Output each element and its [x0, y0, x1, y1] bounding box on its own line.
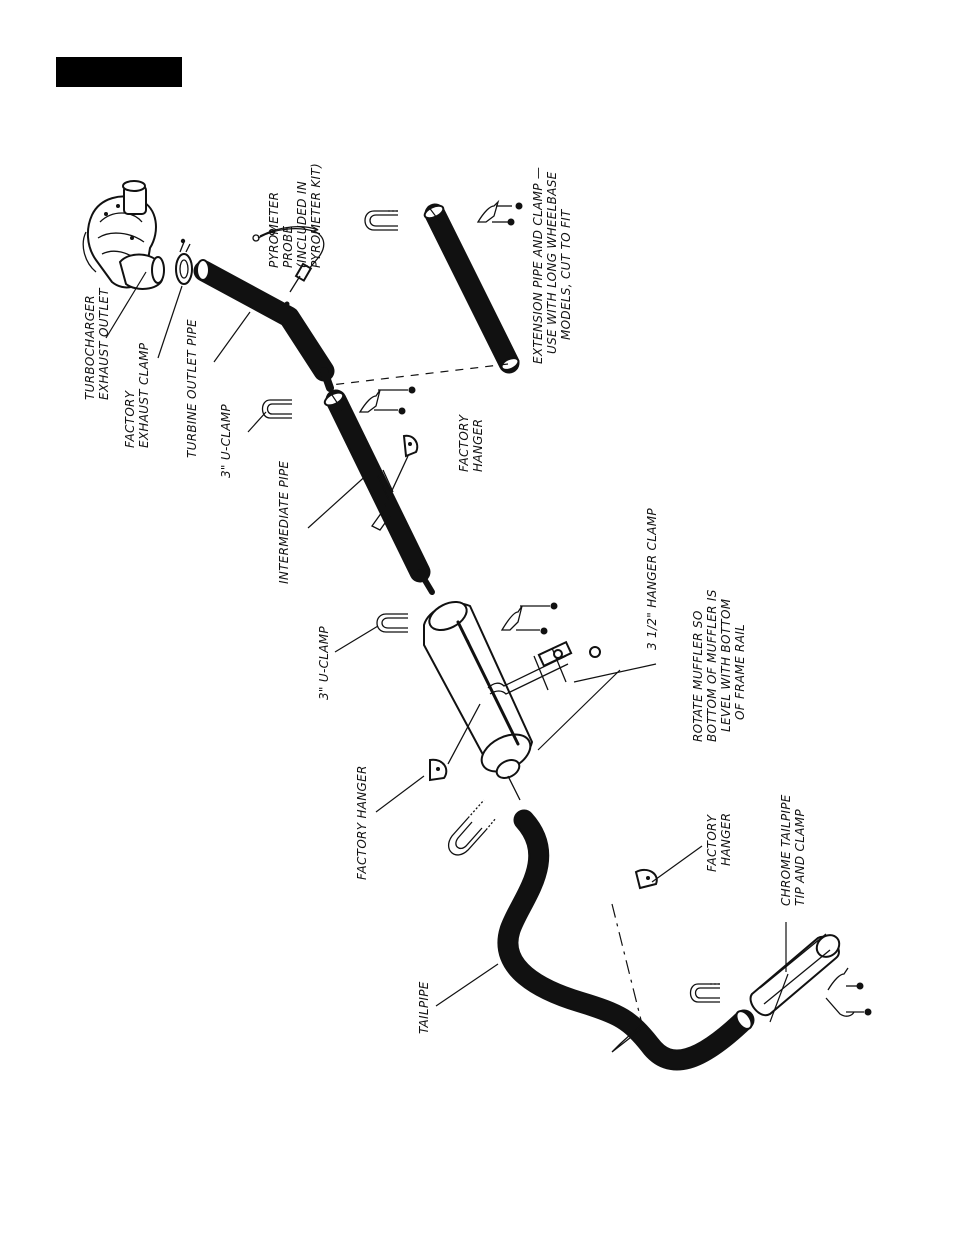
label-line: FACTORY HANGER: [355, 765, 369, 880]
label-intermediate: INTERMEDIATE PIPE: [277, 461, 291, 584]
label-line: LEVEL WITH BOTTOM: [719, 598, 733, 732]
label-uclamp-1: 3" U-CLAMP: [219, 404, 233, 478]
u-clamp-3: [447, 799, 497, 856]
label-line: USE WITH LONG WHEELBASE: [545, 171, 559, 354]
label-line: TIP AND CLAMP: [793, 809, 807, 906]
label-turbo-outlet: TURBOCHARGER EXHAUST OUTLET: [83, 287, 111, 400]
u-clamp-2: [376, 602, 558, 635]
u-clamp-1: [261, 386, 416, 419]
label-turbine-pipe: TURBINE OUTLET PIPE: [185, 319, 199, 458]
extension-u-clamp: [364, 199, 523, 231]
label-line: PYROMETER: [267, 192, 281, 268]
label-tailpipe: TAILPIPE: [417, 981, 431, 1034]
label-line: EXTENSION PIPE AND CLAMP —: [531, 167, 545, 364]
label-line: INTERMEDIATE PIPE: [277, 461, 291, 584]
tailpipe: [497, 809, 755, 1071]
label-line: CHROME TAILPIPE: [779, 794, 793, 906]
label-line: MODELS, CUT TO FIT: [559, 208, 573, 340]
label-line: EXHAUST OUTLET: [97, 287, 111, 400]
turbine-outlet-pipe: [193, 259, 335, 382]
label-line: FACTORY: [457, 413, 471, 472]
leader-lines: [105, 271, 789, 1023]
label-chrome-tip: CHROME TAILPIPE TIP AND CLAMP: [779, 794, 807, 906]
header-black-bar: [56, 57, 182, 87]
label-rotate-muffler: ROTATE MUFFLER SO BOTTOM OF MUFFLER IS L…: [691, 589, 747, 742]
label-line: ROTATE MUFFLER SO: [691, 610, 705, 742]
label-line: OF FRAME RAIL: [733, 624, 747, 720]
factory-hanger-2: [429, 758, 448, 782]
factory-exhaust-clamp: [175, 238, 193, 285]
label-factory-hanger-1: FACTORY HANGER: [457, 413, 485, 472]
turbocharger-illustration: [82, 180, 165, 290]
factory-hanger-1: [371, 434, 419, 531]
factory-hanger-3: [611, 868, 658, 1053]
label-line: HANGER: [471, 419, 485, 472]
label-line: (INCLUDED IN: [295, 181, 309, 268]
label-pyrometer: PYROMETER PROBE (INCLUDED IN PYROMETER K…: [267, 163, 323, 268]
label-line: 3" U-CLAMP: [317, 626, 331, 700]
label-line: EXHAUST CLAMP: [137, 342, 151, 448]
extension-pipe: [423, 203, 520, 374]
intermediate-pipe: [323, 389, 431, 583]
pyrometer-probe: [252, 225, 325, 293]
label-line: 3" U-CLAMP: [219, 404, 233, 478]
label-line: BOTTOM OF MUFFLER IS: [705, 589, 719, 742]
label-line: TURBINE OUTLET PIPE: [185, 319, 199, 458]
label-line: FACTORY: [705, 813, 719, 872]
tip-u-clamp: [689, 967, 872, 1017]
label-extension: EXTENSION PIPE AND CLAMP — USE WITH LONG…: [531, 167, 573, 364]
label-line: TAILPIPE: [417, 981, 431, 1034]
label-line: TURBOCHARGER: [83, 295, 97, 400]
label-uclamp-2: 3" U-CLAMP: [317, 626, 331, 700]
hanger-clamp: [447, 640, 601, 765]
muffler: [423, 600, 534, 779]
label-line: FACTORY: [123, 389, 137, 448]
label-factory-hanger-2: FACTORY HANGER: [355, 765, 369, 880]
label-line: 3 1/2" HANGER CLAMP: [645, 508, 659, 650]
label-factory-clamp: FACTORY EXHAUST CLAMP: [123, 342, 151, 448]
label-line: PYROMETER KIT): [309, 163, 323, 268]
label-line: HANGER: [719, 813, 733, 866]
label-factory-hanger-3: FACTORY HANGER: [705, 813, 733, 872]
label-line: PROBE: [281, 226, 295, 268]
chrome-tailpipe-tip: [749, 933, 841, 1017]
label-hanger-clamp: 3 1/2" HANGER CLAMP: [645, 508, 659, 650]
